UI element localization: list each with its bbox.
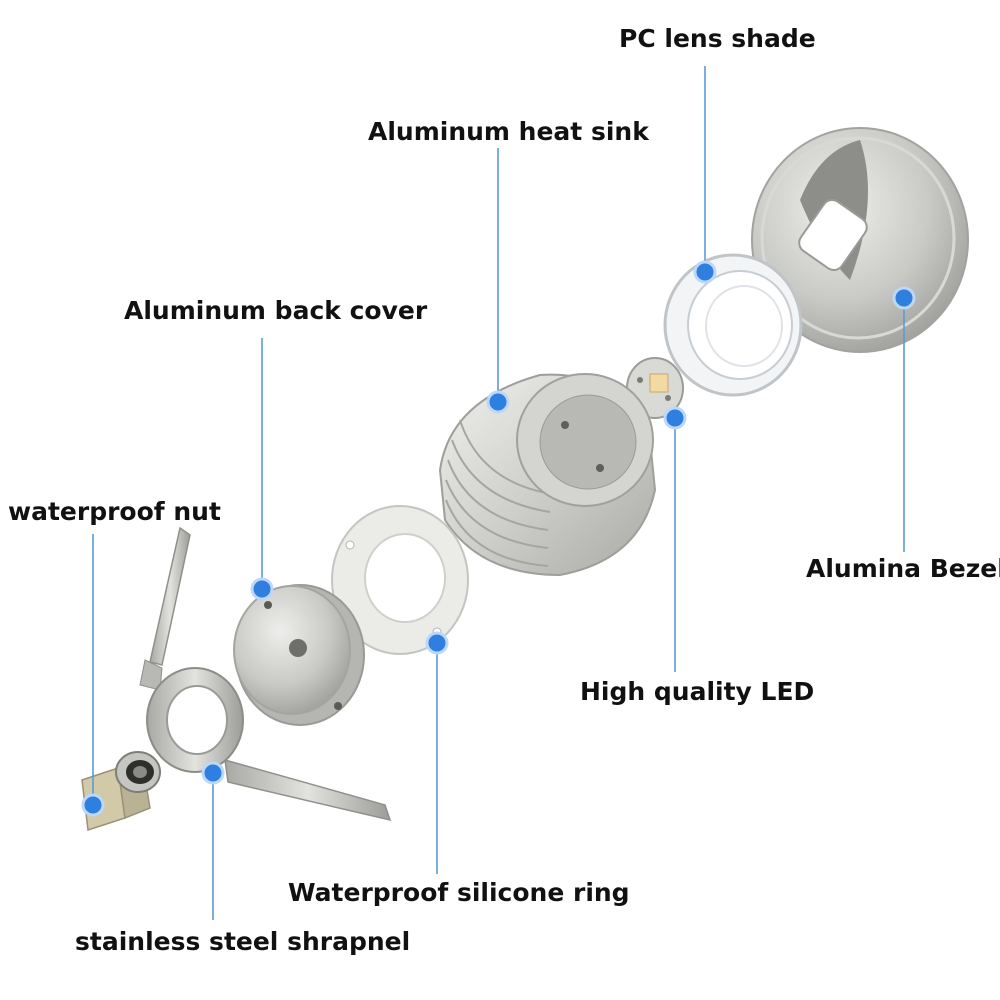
marker-dot-led (663, 406, 687, 430)
marker-dot-silicone-ring (425, 631, 449, 655)
marker-dot-back-cover (250, 577, 274, 601)
aluminum-back-cover-part (233, 584, 365, 726)
marker-dots (81, 260, 916, 817)
stainless-steel-shrapnel-part (139, 526, 392, 822)
marker-dot-alumina-bezel (892, 286, 916, 310)
marker-dot-shrapnel (201, 761, 225, 785)
silicone-ring-part (331, 505, 469, 655)
label-waterproof-nut: waterproof nut (8, 497, 221, 526)
label-waterproof-silicone-ring: Waterproof silicone ring (288, 878, 630, 907)
label-aluminum-back-cover: Aluminum back cover (124, 296, 428, 325)
label-alumina-bezel: Alumina Bezel (806, 554, 1000, 583)
label-pc-lens-shade: PC lens shade (619, 24, 816, 53)
marker-dot-heat-sink (486, 390, 510, 414)
label-aluminum-heat-sink: Aluminum heat sink (368, 117, 649, 146)
aluminum-heat-sink-part (438, 373, 657, 577)
pc-lens-shade-part (663, 253, 803, 397)
leader-lines (92, 66, 905, 920)
label-stainless-steel-shrapnel: stainless steel shrapnel (75, 927, 411, 956)
marker-dot-pc-lens-shade (693, 260, 717, 284)
label-high-quality-led: High quality LED (580, 677, 815, 706)
marker-dot-waterproof-nut (81, 793, 105, 817)
